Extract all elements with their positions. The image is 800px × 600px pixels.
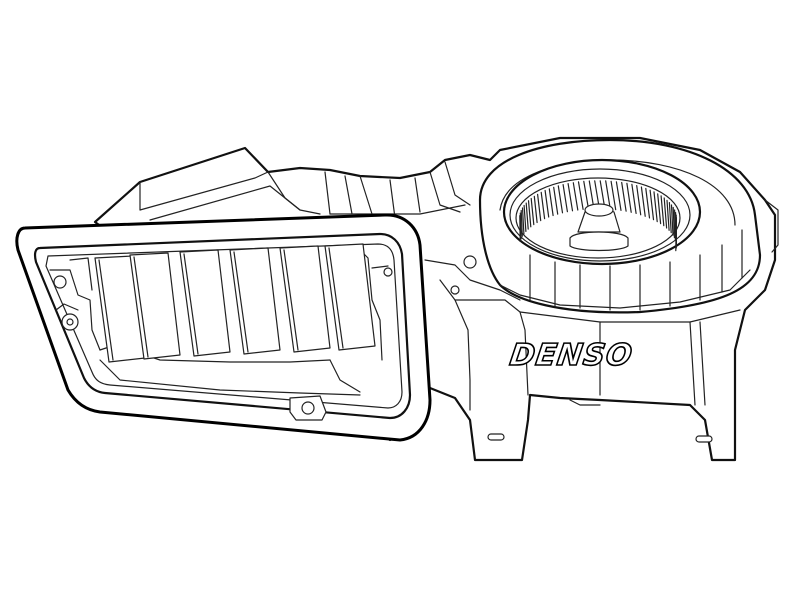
fan-blade [540,191,546,220]
fan-blades [519,180,678,252]
fan-blade [567,183,574,212]
filter-slat [279,245,331,353]
fan-blade [672,206,676,239]
fan-blade [557,185,564,214]
fan-blade [530,197,535,226]
filter-slat-edge [183,253,199,355]
fan-blade [636,185,642,216]
fan-blade [533,195,538,224]
filter-slat-edge [233,251,249,353]
filter-slat [324,243,376,351]
fan-blade [527,200,532,228]
fan-blade [653,191,658,223]
fan-blade [631,183,637,214]
fan-blade [649,189,655,221]
fan-blade [523,204,527,232]
fan-blade [610,180,617,211]
fan-hub [569,203,629,252]
fan-blade [673,209,677,241]
fan-blade [645,187,651,219]
fan-blade [521,207,525,235]
filter-slat-edge [283,249,299,351]
fan-blade [583,180,590,210]
fan-blade [536,193,542,222]
fan-blade [544,189,550,218]
brand-label: DENSO [508,338,635,373]
fan-blade [605,180,611,210]
fan-blade [572,182,579,211]
fan-blade [663,197,668,229]
fan-blade [525,202,529,230]
fan-blade [553,186,559,215]
fan-blade [520,209,523,237]
filter-slat [179,249,231,357]
filter-slat-edge [328,247,344,349]
filter-slat [129,252,181,360]
fan-blade [666,199,670,231]
fan-blade [615,181,622,211]
fan-blade [660,195,665,227]
fan-blade [640,186,646,217]
filter-slat-edge [98,259,114,361]
fan-blade [668,202,672,234]
fan-blade [626,182,632,213]
fan-blade [577,181,584,210]
fan-blade [657,193,662,225]
fan-blade [621,181,627,212]
filter-slats [94,243,376,363]
fan-blade [670,204,674,236]
fan-blade [562,184,569,213]
filter-slat-edge [133,256,149,358]
fan-blade [519,212,522,240]
filter-slat [229,247,281,355]
fan-blade [548,188,554,217]
